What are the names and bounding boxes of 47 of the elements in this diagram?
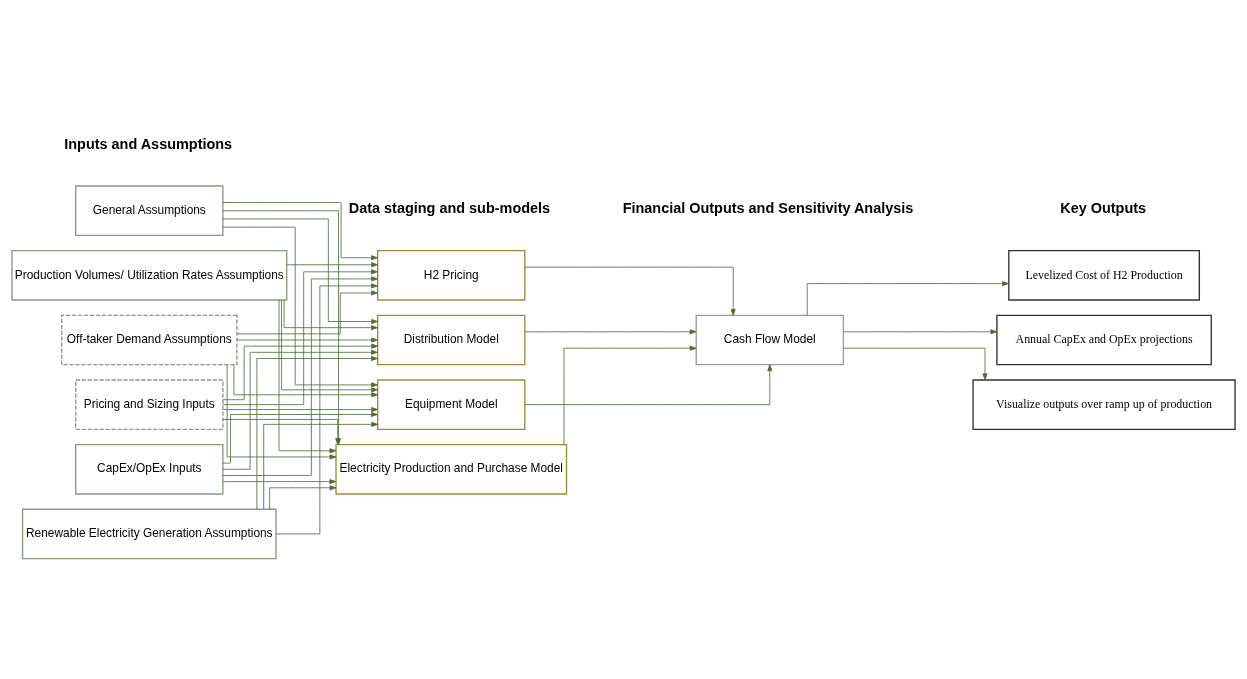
arrow [843, 328, 998, 334]
arrow [222, 275, 379, 476]
label: Inputs and Assumptions [64, 135, 233, 152]
arrow [524, 328, 697, 334]
arrow [263, 421, 379, 509]
label: Key Outputs [1060, 199, 1147, 216]
arrow [843, 347, 988, 380]
arrow [226, 363, 337, 459]
arrow [222, 218, 379, 324]
arrow [563, 345, 697, 445]
node-box: Cash Flow Model [695, 314, 845, 365]
node-box: General Assumptions [75, 184, 224, 236]
arrow [236, 289, 378, 334]
arrow [222, 478, 337, 484]
node-box: Annual CapEx and OpEx projections [996, 314, 1212, 365]
arrow [233, 363, 379, 397]
arrow [275, 282, 378, 534]
arrow [524, 363, 773, 405]
node-box: CapEx/OpEx Inputs [75, 443, 224, 495]
arrow [281, 299, 378, 392]
arrow [286, 261, 378, 267]
arrow [222, 349, 378, 470]
arrow [269, 484, 337, 510]
node-box: Equipment Model [377, 378, 526, 430]
arrow [524, 266, 736, 316]
arrow [278, 299, 337, 453]
arrow [222, 268, 378, 405]
arrow [222, 343, 379, 400]
node-box: Electricity Production and Purchase Model [335, 443, 568, 495]
arrow [222, 201, 378, 260]
node-box: Renewable Electricity Generation Assumptions [21, 508, 277, 559]
node-box: Visualize outputs over ramp up of production [972, 378, 1236, 430]
arrow [222, 406, 379, 412]
arrow [222, 226, 378, 387]
label: Financial Outputs and Sensitivity Analysis [622, 199, 914, 216]
node-box: H2 Pricing [377, 249, 526, 301]
node-box: Levelized Cost of H2 Production [1008, 249, 1200, 301]
arrow [256, 355, 378, 510]
arrow [283, 299, 378, 330]
arrow [236, 337, 378, 342]
label: Data staging and sub-models [348, 199, 551, 216]
node-box: Distribution Model [377, 314, 526, 365]
node-box: Off-taker Demand Assumptions [61, 314, 238, 365]
node-box: Production Volumes/ Utilization Rates Assumptions [11, 249, 288, 301]
node-box: Pricing and Sizing Inputs [75, 378, 224, 430]
arrow [806, 280, 1009, 315]
arrow [222, 411, 378, 464]
